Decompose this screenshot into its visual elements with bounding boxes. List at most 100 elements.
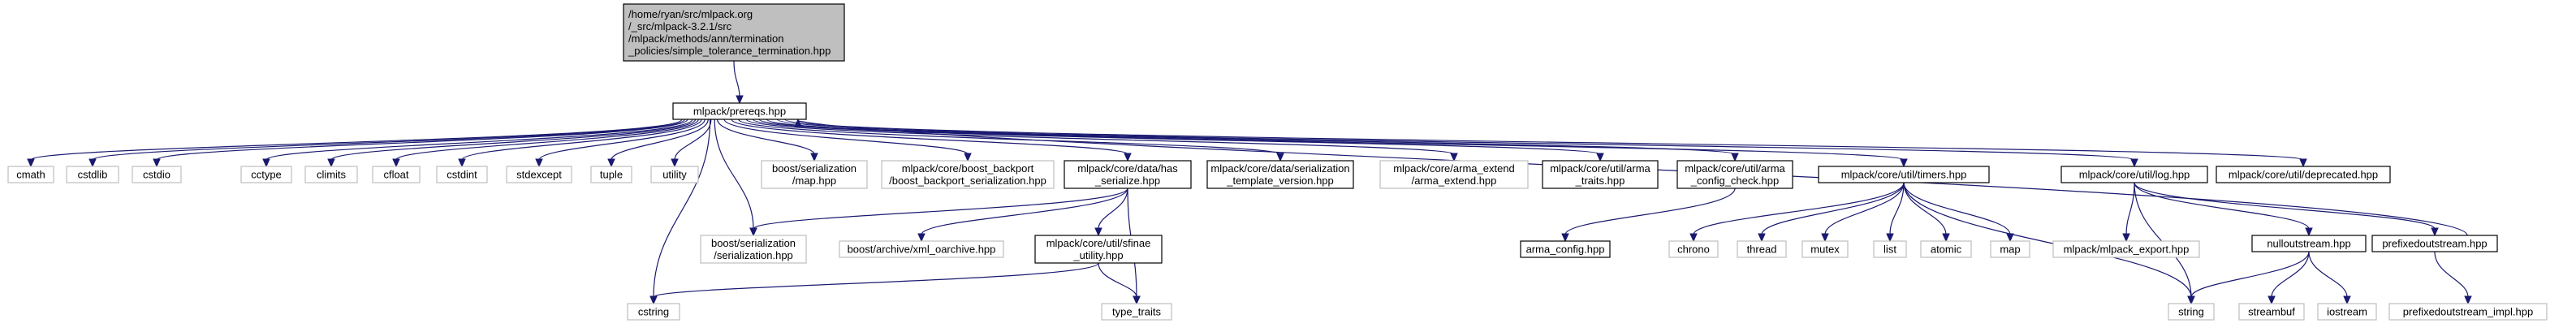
node-ser-template[interactable]: mlpack/core/data/serialization_template_… bbox=[1206, 160, 1354, 189]
edge-prereqs-to-stdexcept bbox=[535, 119, 705, 168]
node-box bbox=[590, 166, 632, 183]
node-log[interactable]: mlpack/core/util/log.hpp bbox=[2060, 166, 2208, 183]
node-tuple[interactable]: tuple bbox=[590, 166, 632, 183]
node-stdexcept[interactable]: stdexcept bbox=[506, 166, 572, 183]
node-cstdint[interactable]: cstdint bbox=[436, 166, 488, 183]
edge-has-serialize-to-boost-ser-ser bbox=[749, 188, 1128, 237]
edge-prereqs-to-boost-backport bbox=[723, 119, 972, 162]
edge-line bbox=[752, 119, 1601, 155]
node-nulloutstream[interactable]: nulloutstream.hpp bbox=[2251, 235, 2367, 252]
node-label-line: boost/archive/xml_oarchive.hpp bbox=[848, 244, 996, 256]
arrowhead-icon bbox=[535, 158, 543, 168]
node-map[interactable]: map bbox=[1990, 240, 2030, 258]
arrowhead-icon bbox=[2267, 295, 2276, 305]
node-label-line: iostream bbox=[2327, 306, 2367, 318]
node-box bbox=[1206, 160, 1354, 189]
node-label-line: mlpack/core/data/has bbox=[1077, 162, 1178, 175]
node-cfloat[interactable]: cfloat bbox=[372, 166, 421, 183]
node-label-line: /boost_backport_serialization.hpp bbox=[889, 175, 1046, 187]
edge-line bbox=[1903, 182, 2192, 298]
node-type-traits[interactable]: type_traits bbox=[1101, 303, 1172, 321]
node-box bbox=[2388, 303, 2548, 321]
arrowhead-icon bbox=[2187, 295, 2195, 305]
edge-prereqs-to-arma-traits bbox=[752, 119, 1604, 162]
node-boost-ser-map[interactable]: boost/serialization/map.hpp bbox=[761, 160, 868, 189]
arrowhead-icon bbox=[607, 158, 615, 168]
arrowhead-icon bbox=[88, 158, 97, 168]
edge-nulloutstream-to-streambuf bbox=[2267, 251, 2310, 305]
node-string[interactable]: string bbox=[2168, 303, 2215, 321]
node-label-line: _template_version.hpp bbox=[1226, 175, 1334, 187]
node-label-line: mlpack/core/util/arma bbox=[1550, 162, 1650, 175]
node-mlpack-export[interactable]: mlpack/mlpack_export.hpp bbox=[2052, 240, 2200, 258]
node-box bbox=[66, 166, 119, 183]
node-label-line: cfloat bbox=[383, 169, 408, 181]
node-mutex[interactable]: mutex bbox=[1801, 240, 1849, 258]
node-box bbox=[1101, 303, 1172, 321]
node-cstdlib[interactable]: cstdlib bbox=[66, 166, 119, 183]
arrowhead-icon bbox=[810, 153, 818, 162]
node-deprecated[interactable]: mlpack/core/util/deprecated.hpp bbox=[2216, 166, 2391, 183]
node-label-line: nulloutstream.hpp bbox=[2267, 238, 2350, 250]
node-root[interactable]: /home/ryan/src/mlpack.org/_src/mlpack-3.… bbox=[623, 3, 845, 62]
edge-timers-to-map bbox=[1903, 182, 2014, 243]
node-iostream[interactable]: iostream bbox=[2317, 303, 2377, 321]
node-prefixedoutstream[interactable]: prefixedoutstream.hpp bbox=[2371, 235, 2498, 252]
node-label-line: thread bbox=[1747, 244, 1777, 256]
arrowhead-icon bbox=[153, 158, 161, 168]
edge-line bbox=[723, 119, 969, 155]
node-chrono[interactable]: chrono bbox=[1668, 240, 1719, 258]
node-cmath[interactable]: cmath bbox=[7, 166, 54, 183]
edge-log-to-prefixedoutstream bbox=[2134, 182, 2439, 237]
node-box bbox=[1520, 240, 1611, 258]
edge-prereqs-to-arma-extend bbox=[745, 119, 1458, 162]
edge-line bbox=[1824, 182, 1905, 235]
node-label-line: /map.hpp bbox=[792, 175, 836, 187]
arrowhead-icon bbox=[649, 295, 658, 305]
node-thread[interactable]: thread bbox=[1737, 240, 1787, 258]
node-cstdio[interactable]: cstdio bbox=[132, 166, 182, 183]
node-list[interactable]: list bbox=[1873, 240, 1907, 258]
node-label-line: /home/ryan/src/mlpack.org bbox=[628, 8, 753, 20]
edge-line bbox=[2134, 182, 2436, 230]
node-cstring[interactable]: cstring bbox=[627, 303, 680, 321]
node-cctype[interactable]: cctype bbox=[240, 166, 292, 183]
node-label-line: utility bbox=[662, 169, 687, 181]
node-utility[interactable]: utility bbox=[650, 166, 699, 183]
node-label-line: string bbox=[2178, 306, 2204, 318]
edge-line bbox=[2125, 182, 2135, 235]
node-climits[interactable]: climits bbox=[304, 166, 358, 183]
node-boost-ser-ser[interactable]: boost/serialization/serialization.hpp bbox=[700, 235, 807, 264]
node-box bbox=[1737, 240, 1787, 258]
edge-prereqs-to-tuple bbox=[607, 119, 709, 168]
node-box bbox=[623, 3, 845, 62]
node-sfinae[interactable]: mlpack/core/util/sfinae_utility.hpp bbox=[1034, 235, 1163, 264]
node-prereqs[interactable]: mlpack/prereqs.hpp bbox=[672, 102, 807, 120]
node-timers[interactable]: mlpack/core/util/timers.hpp bbox=[1818, 166, 1990, 183]
node-has-serialize[interactable]: mlpack/core/data/has_serialize.hpp bbox=[1064, 160, 1192, 189]
arrowhead-icon bbox=[1942, 233, 1950, 243]
node-arma-traits[interactable]: mlpack/core/util/arma_traits.hpp bbox=[1542, 160, 1659, 189]
node-label-line: mlpack/core/arma_extend bbox=[1393, 162, 1515, 175]
node-prefixedoutstream-impl[interactable]: prefixedoutstream_impl.hpp bbox=[2388, 303, 2548, 321]
edge-timers-to-thread bbox=[1758, 182, 1905, 243]
node-label-line: mlpack/core/util/log.hpp bbox=[2079, 169, 2190, 181]
node-boost-backport[interactable]: mlpack/core/boost_backport/boost_backpor… bbox=[881, 160, 1055, 189]
node-box bbox=[1034, 235, 1163, 264]
edge-line bbox=[1098, 262, 1137, 298]
node-label-line: cstdio bbox=[143, 169, 170, 181]
edge-line bbox=[92, 119, 685, 161]
edge-timers-to-chrono bbox=[1689, 182, 1905, 243]
node-atomic[interactable]: atomic bbox=[1920, 240, 1972, 258]
node-streambuf[interactable]: streambuf bbox=[2238, 303, 2305, 321]
node-box bbox=[304, 166, 358, 183]
node-arma-config-check[interactable]: mlpack/core/util/arma_config_check.hpp bbox=[1676, 160, 1793, 189]
arrowhead-icon bbox=[2464, 295, 2472, 305]
node-arma-config[interactable]: arma_config.hpp bbox=[1520, 240, 1611, 258]
node-box bbox=[2216, 166, 2391, 183]
node-arma-extend[interactable]: mlpack/core/arma_extend/arma_extend.hpp bbox=[1379, 160, 1529, 189]
node-box bbox=[1818, 166, 1990, 183]
edge-sfinae-to-type-traits bbox=[1098, 262, 1141, 305]
node-xml-oarchive[interactable]: boost/archive/xml_oarchive.hpp bbox=[839, 240, 1004, 258]
arrowhead-icon bbox=[749, 227, 757, 237]
